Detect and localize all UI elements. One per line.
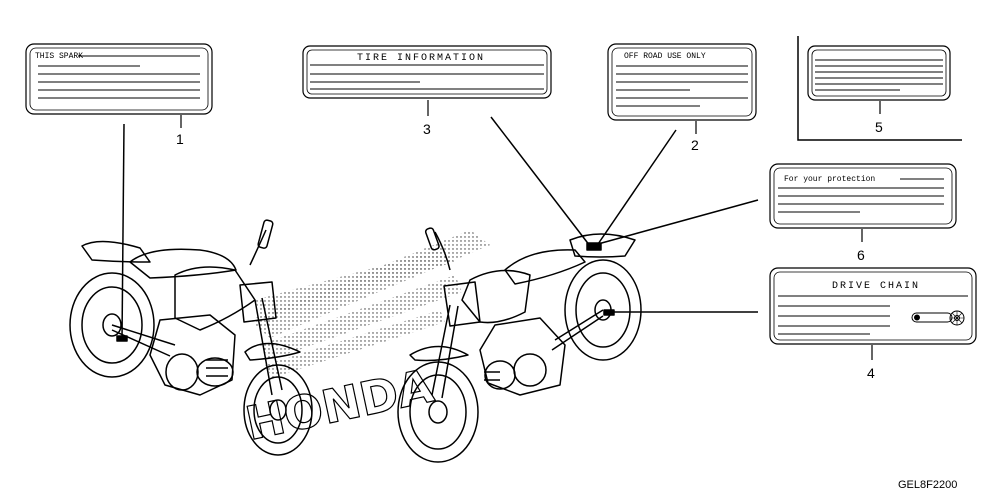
label-2-text: OFF ROAD USE ONLY	[624, 52, 706, 61]
label-6: For your protection 6	[769, 163, 957, 263]
label-5-number: 5	[875, 119, 883, 135]
diagram-code: GEL8F2200	[898, 479, 957, 491]
label-2-number: 2	[691, 137, 699, 153]
label-6-text: For your protection	[784, 175, 875, 184]
leader-lines	[121, 116, 759, 341]
label-4-text: DRIVE CHAIN	[832, 281, 920, 292]
label-3-text: TIRE INFORMATION	[357, 53, 485, 64]
label-4: DRIVE CHAIN 4	[769, 267, 977, 381]
label-3: TIRE INFORMATION 3	[302, 45, 552, 137]
label-1-number: 1	[176, 131, 184, 147]
motorcycle-left	[69, 219, 313, 456]
label-1-text: THIS SPARK	[35, 52, 83, 61]
label-4-number: 4	[867, 365, 875, 381]
speed-lines	[250, 230, 490, 378]
label-3-number: 3	[423, 121, 431, 137]
corner-frame	[797, 36, 962, 141]
label-1: THIS SPARK 1	[25, 43, 213, 147]
motorcycle-right	[397, 227, 642, 463]
label-2: OFF ROAD USE ONLY 2	[607, 43, 757, 153]
label-5: 5	[807, 45, 951, 135]
chain-icon	[911, 310, 965, 326]
label-6-number: 6	[857, 247, 865, 263]
